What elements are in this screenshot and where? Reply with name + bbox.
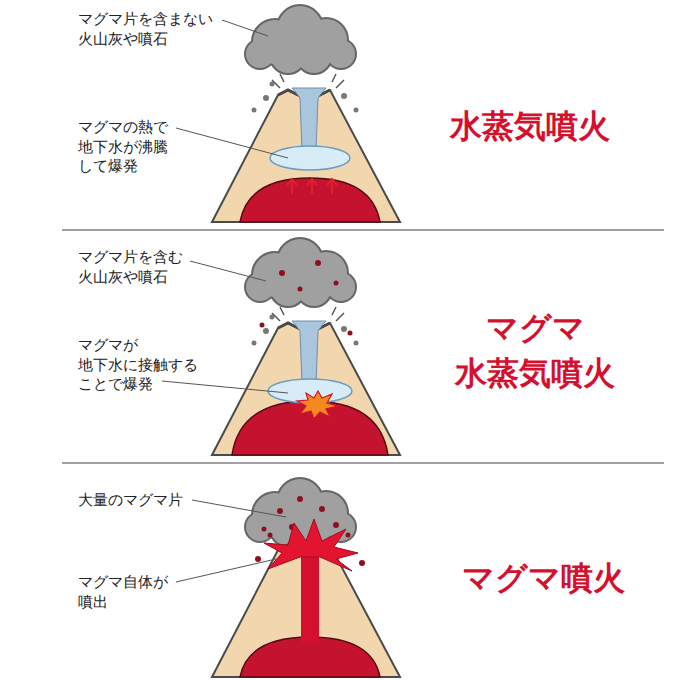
panel-divider [62, 462, 664, 463]
explosion [297, 391, 338, 419]
callout-text: マグマ自体が 噴出 [78, 573, 168, 612]
leader-line [176, 500, 286, 582]
heat-arrows [287, 179, 337, 194]
magma-conduit [301, 547, 319, 643]
magma-splash [264, 519, 358, 571]
panel-divider [62, 229, 664, 230]
eruption-title: マグマ噴火 [462, 556, 625, 601]
groundwater [270, 146, 350, 170]
phreatomagmatic-volcano [162, 239, 400, 455]
callout-text: マグマが 地下水に接触する ことで爆発 [78, 336, 198, 395]
magma-fragments [279, 260, 339, 292]
callout-text: マグマ片を含む 火山灰や噴石 [78, 248, 183, 287]
phreatic-volcano [176, 6, 400, 222]
callout-text: 大量のマグマ片 [78, 491, 183, 511]
steam-column [292, 321, 326, 385]
eruption-title: 水蒸気噴火 [450, 104, 610, 149]
eruption-title: マグマ 水蒸気噴火 [455, 306, 615, 396]
magma-dome [240, 178, 380, 222]
callout-text: マグマ片を含まない 火山灰や噴石 [78, 10, 213, 49]
callout-text: マグマの熱で 地下水が沸騰 して爆発 [78, 118, 168, 177]
magmatic-volcano [176, 479, 400, 677]
magma-fragments [262, 496, 340, 532]
leader-line [176, 20, 288, 158]
steam-column [292, 88, 326, 152]
